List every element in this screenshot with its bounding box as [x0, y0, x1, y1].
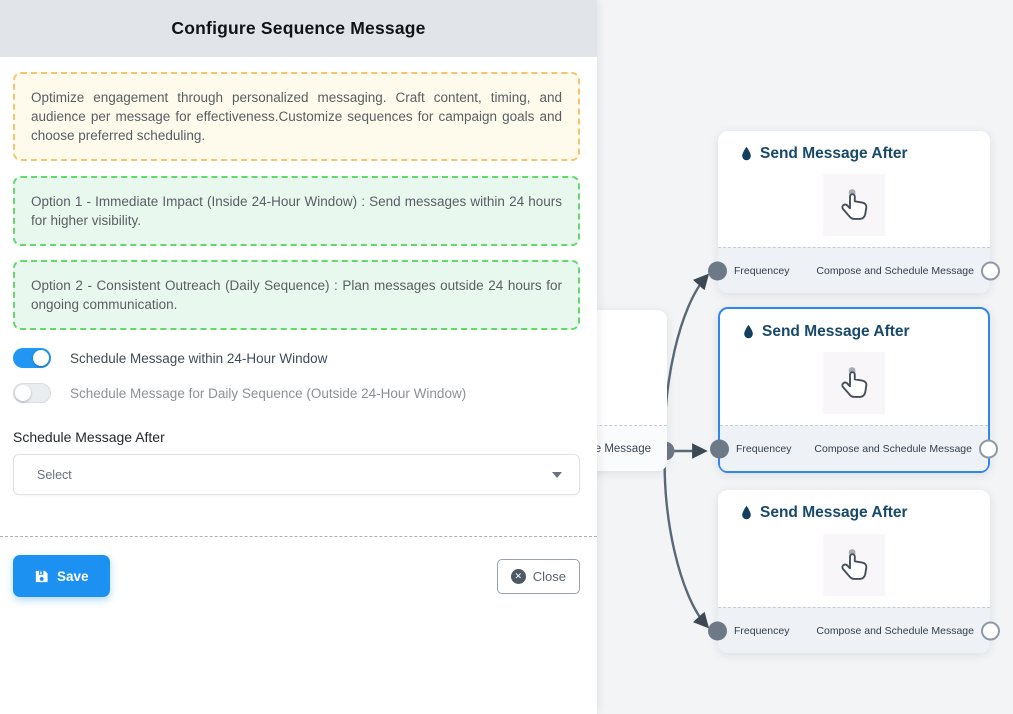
- panel-header: Configure Sequence Message: [0, 0, 597, 57]
- input-handle[interactable]: [708, 261, 727, 280]
- compose-schedule-label: Compose and Schedule Message: [816, 264, 974, 277]
- panel-title: Configure Sequence Message: [171, 18, 426, 38]
- node-footer: Frequencey Compose and Schedule Message: [708, 607, 1000, 653]
- option2-text: Option 2 - Consistent Outreach (Daily Se…: [31, 278, 562, 312]
- frequency-label: Frequencey: [734, 264, 790, 277]
- option2-box: Option 2 - Consistent Outreach (Daily Se…: [13, 260, 580, 330]
- toggle-knob: [15, 385, 31, 401]
- toggle-within-24h-label: Schedule Message within 24-Hour Window: [70, 350, 328, 366]
- save-button[interactable]: Save: [13, 555, 110, 597]
- tap-hand-icon[interactable]: [823, 174, 885, 236]
- save-floppy-icon: [35, 570, 48, 582]
- option1-text: Option 1 - Immediate Impact (Inside 24-H…: [31, 194, 562, 228]
- toggle-row-daily-sequence: Schedule Message for Daily Sequence (Out…: [13, 383, 580, 403]
- droplet-icon: [742, 505, 751, 520]
- input-handle[interactable]: [710, 439, 729, 458]
- schedule-after-select[interactable]: Select: [13, 454, 580, 495]
- output-handle[interactable]: [981, 261, 1000, 280]
- source-node-label: ce Message: [588, 442, 651, 455]
- edge-to-top-node: [663, 273, 710, 452]
- droplet-icon: [742, 146, 751, 161]
- select-value: Select: [37, 467, 72, 482]
- toggle-daily-sequence-label: Schedule Message for Daily Sequence (Out…: [70, 385, 467, 401]
- config-panel: Configure Sequence Message Optimize enga…: [0, 0, 597, 714]
- intro-info-box: Optimize engagement through personalized…: [13, 72, 580, 161]
- droplet-icon: [744, 324, 753, 339]
- toggle-row-within-24h: Schedule Message within 24-Hour Window: [13, 348, 580, 368]
- output-handle[interactable]: [979, 439, 998, 458]
- toggle-daily-sequence[interactable]: [13, 383, 51, 403]
- tap-hand-icon[interactable]: [823, 533, 885, 596]
- node-title-row: Send Message After: [720, 309, 988, 341]
- frequency-label: Frequencey: [734, 624, 790, 637]
- schedule-after-label: Schedule Message After: [13, 429, 165, 445]
- node-send-message-after-2-selected[interactable]: Send Message After Frequencey Compose an…: [710, 307, 998, 473]
- output-handle[interactable]: [981, 621, 1000, 640]
- close-button-label: Close: [532, 568, 566, 584]
- node-title-row: Send Message After: [718, 490, 990, 522]
- toggle-within-24h[interactable]: [13, 348, 51, 368]
- compose-schedule-label: Compose and Schedule Message: [814, 442, 972, 455]
- node-title: Send Message After: [762, 323, 910, 340]
- node-send-message-after-3[interactable]: Send Message After Frequencey Compose an…: [708, 490, 1000, 653]
- close-x-icon: [510, 568, 526, 584]
- node-send-message-after-1[interactable]: Send Message After Frequencey Compose an…: [708, 131, 1000, 293]
- tap-hand-icon[interactable]: [823, 352, 885, 414]
- node-footer: Frequencey Compose and Schedule Message: [710, 425, 998, 471]
- save-button-label: Save: [57, 568, 89, 584]
- footer-divider: [0, 536, 597, 537]
- chevron-down-icon: [552, 471, 562, 478]
- panel-body: Optimize engagement through personalized…: [0, 57, 597, 597]
- edge-to-bottom-node: [663, 450, 710, 629]
- intro-text: Optimize engagement through personalized…: [31, 90, 562, 143]
- toggle-knob: [33, 350, 49, 366]
- node-body: [720, 341, 988, 425]
- actions-row: Save Close: [13, 555, 580, 597]
- close-button[interactable]: Close: [496, 558, 580, 594]
- node-title: Send Message After: [760, 145, 908, 162]
- frequency-label: Frequencey: [736, 442, 792, 455]
- node-body: [718, 163, 990, 247]
- compose-schedule-label: Compose and Schedule Message: [816, 624, 974, 637]
- option1-box: Option 1 - Immediate Impact (Inside 24-H…: [13, 176, 580, 246]
- node-title-row: Send Message After: [718, 131, 990, 163]
- input-handle[interactable]: [708, 621, 727, 640]
- node-footer: Frequencey Compose and Schedule Message: [708, 247, 1000, 293]
- node-title: Send Message After: [760, 504, 908, 521]
- node-body: [718, 522, 990, 607]
